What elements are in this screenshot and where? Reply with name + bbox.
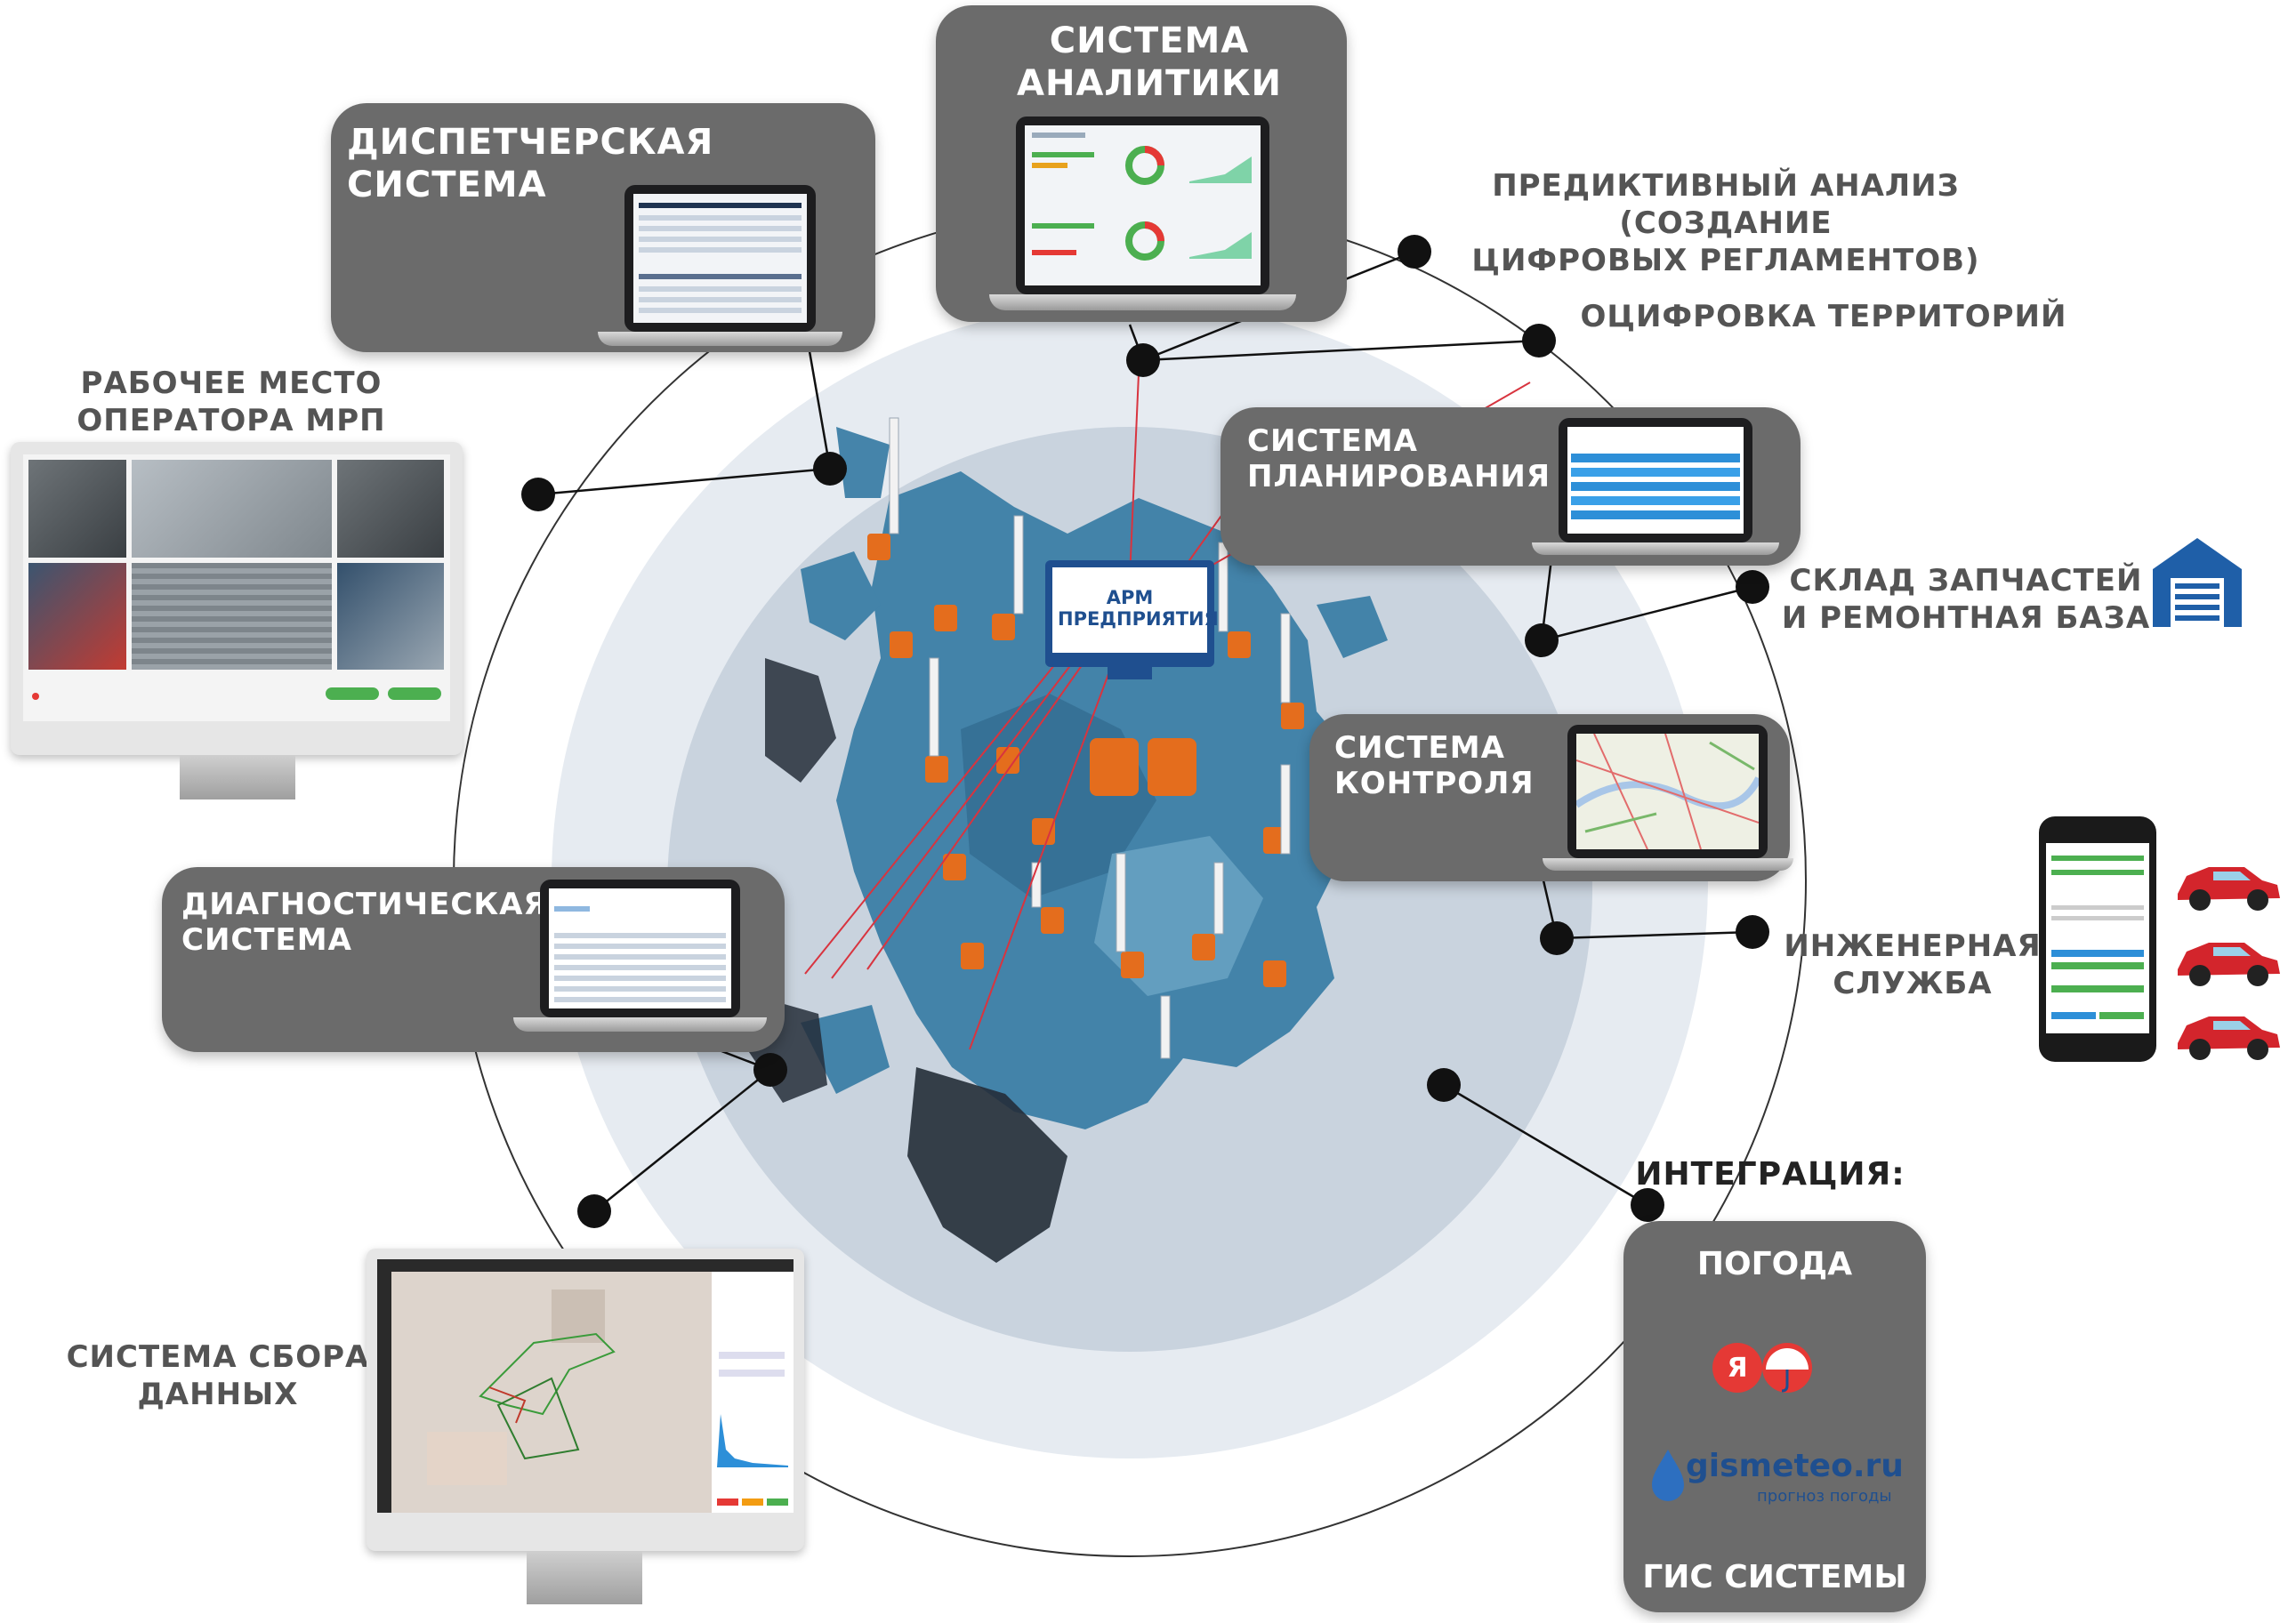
control-system-title: СИСТЕМА КОНТРОЛЯ — [1334, 730, 1535, 801]
gismeteo-drop-icon — [1652, 1450, 1684, 1501]
control-map — [1576, 734, 1759, 849]
planning-laptop-screen — [1559, 418, 1752, 542]
diagnostic-laptop-screen — [540, 880, 740, 1017]
control-laptop-base — [1543, 858, 1793, 871]
phone-screen — [2046, 843, 2149, 1033]
diagnostic-laptop-base — [513, 1017, 767, 1032]
dispatch-system-box[interactable]: ДИСПЕТЧЕРСКАЯ СИСТЕМА — [331, 103, 875, 352]
yandex-weather-icon: Я — [1712, 1343, 1812, 1393]
hub-monitor-stand — [1108, 667, 1152, 679]
diagnostic-system-title: ДИАГНОСТИЧЕСКАЯ СИСТЕМА — [181, 887, 548, 958]
histogram-icon — [717, 1414, 788, 1467]
gismeteo-name: gismeteo.ru — [1686, 1448, 1904, 1484]
integration-box[interactable]: ПОГОДА Я gismeteo.ru прогноз погоды ГИС … — [1623, 1221, 1926, 1612]
camera-feed — [28, 460, 126, 558]
planning-system-box[interactable]: СИСТЕМА ПЛАНИРОВАНИЯ — [1221, 407, 1801, 566]
analytics-dashboard — [1025, 125, 1261, 285]
hub-label: АРМ ПРЕДПРИЯТИЯ — [1058, 587, 1219, 630]
control-laptop-screen — [1567, 725, 1768, 858]
gismeteo-logo: gismeteo.ru прогноз погоды — [1650, 1448, 1908, 1510]
analytics-laptop-base — [989, 294, 1296, 310]
camera-feed — [337, 460, 444, 558]
dispatch-table — [633, 194, 807, 323]
engineering-phone[interactable] — [2039, 816, 2156, 1062]
donut-chart-icon — [1125, 146, 1164, 185]
planning-calendar — [1567, 427, 1744, 534]
hub-monitor-screen — [1052, 567, 1207, 653]
dispatch-system-title: ДИСПЕТЧЕРСКАЯ СИСТЕМА — [347, 122, 714, 205]
integration-label: ИНТЕГРАЦИЯ: — [1635, 1156, 1905, 1193]
data-collection-monitor-stand — [527, 1551, 642, 1604]
trend-chart-icon — [1189, 232, 1252, 259]
car-icon — [2178, 867, 2280, 911]
operator-monitor[interactable] — [11, 442, 463, 799]
hub-monitor[interactable]: АРМ ПРЕДПРИЯТИЯ — [1045, 560, 1219, 685]
stop-button[interactable] — [388, 687, 441, 700]
status-indicator — [32, 693, 39, 700]
status-orange — [742, 1498, 763, 1506]
diagnostic-table — [549, 888, 731, 1008]
control-system-box[interactable]: СИСТЕМА КОНТРОЛЯ — [1309, 714, 1793, 881]
donut-chart-icon — [1125, 221, 1164, 261]
analytics-system-box[interactable]: СИСТЕМА АНАЛИТИКИ — [936, 5, 1347, 322]
track-map — [391, 1272, 712, 1513]
analytics-system-title: СИСТЕМА АНАЛИТИКИ — [1016, 20, 1283, 104]
data-panel — [712, 1272, 794, 1513]
status-red — [717, 1498, 738, 1506]
digitization-label: ОЦИФРОВКА ТЕРРИТОРИЙ — [1580, 299, 2067, 334]
warehouse-label: СКЛАД ЗАПЧАСТЕЙ И РЕМОНТНАЯ БАЗА — [1781, 563, 2151, 636]
gismeteo-subtitle: прогноз погоды — [1757, 1487, 1892, 1506]
apply-button[interactable] — [326, 687, 379, 700]
warehouse-icon — [2153, 538, 2242, 627]
data-collection-label: СИСТЕМА СБОРА ДАННЫХ — [66, 1339, 370, 1412]
svg-text:Я: Я — [1727, 1353, 1747, 1384]
camera-feed — [28, 563, 126, 670]
machine-masts — [889, 417, 1291, 1059]
gis-systems-title: ГИС СИСТЕМЫ — [1642, 1559, 1907, 1595]
status-green — [767, 1498, 788, 1506]
planning-system-title: СИСТЕМА ПЛАНИРОВАНИЯ — [1247, 423, 1551, 494]
diagnostic-system-box[interactable]: ДИАГНОСТИЧЕСКАЯ СИСТЕМА — [162, 867, 785, 1052]
camera-feed — [132, 563, 332, 670]
predictive-analysis-label: ПРЕДИКТИВНЫЙ АНАЛИЗ (СОЗДАНИЕ ЦИФРОВЫХ Р… — [1471, 168, 1980, 278]
data-collection-screen — [377, 1259, 794, 1513]
operator-monitor-stand — [180, 755, 295, 799]
car-icon — [2178, 1016, 2280, 1060]
engineering-label: ИНЖЕНЕРНАЯ СЛУЖБА — [1784, 928, 2042, 1001]
camera-feed — [132, 460, 332, 558]
weather-title: ПОГОДА — [1696, 1246, 1853, 1282]
analytics-laptop-screen — [1016, 117, 1269, 294]
operator-camera-grid — [23, 454, 450, 721]
camera-feed — [337, 563, 444, 670]
planning-laptop-base — [1532, 542, 1779, 555]
trend-chart-icon — [1189, 157, 1252, 183]
car-icon — [2178, 943, 2280, 986]
operator-workplace-label: РАБОЧЕЕ МЕСТО ОПЕРАТОРА МРП — [77, 366, 386, 438]
dispatch-laptop-screen — [624, 185, 816, 332]
node-dots — [521, 235, 1769, 1228]
dispatch-laptop-base — [598, 332, 842, 346]
data-collection-monitor[interactable] — [367, 1249, 804, 1604]
